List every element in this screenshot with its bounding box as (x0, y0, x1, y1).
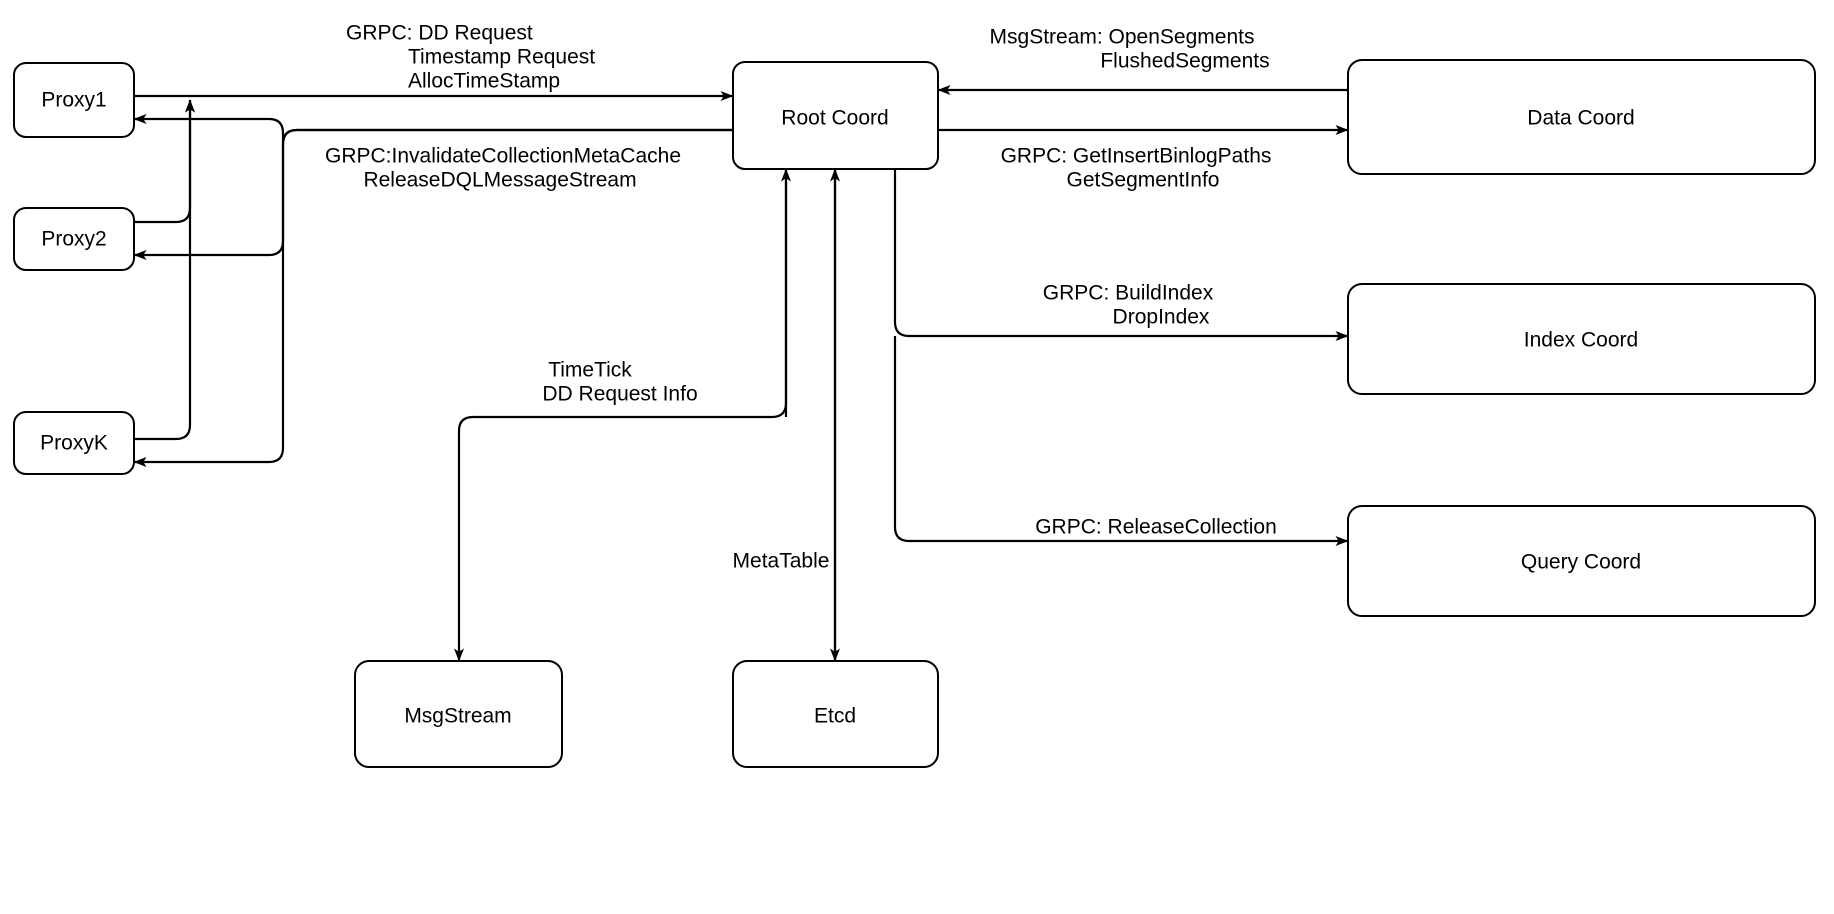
node-proxy1-box[interactable] (13, 62, 135, 138)
node-rootcoord[interactable]: Root Coord (732, 61, 939, 170)
edge-label-line-1: GRPC:InvalidateCollectionMetaCache (325, 145, 681, 168)
edge-label-line-2: ReleaseDQLMessageStream (363, 169, 636, 192)
node-msgstream-label: MsgStream (404, 705, 511, 728)
edge-label-line-1: MetaTable (733, 550, 830, 573)
node-rootcoord-box[interactable] (732, 61, 939, 170)
node-etcd-box[interactable] (732, 660, 939, 768)
edge-label-line-1: MsgStream: OpenSegments (990, 26, 1255, 49)
node-indexcoord-box[interactable] (1347, 283, 1816, 395)
edges-layer (133, 85, 1349, 662)
edge-rootcoord-to-indexcoord (893, 169, 1349, 341)
edge-label-line-1: GRPC: BuildIndex (1043, 282, 1214, 305)
node-proxy2-box[interactable] (13, 207, 135, 271)
node-proxy2[interactable]: Proxy2 (13, 207, 135, 271)
edge-label-rootcoord-to-indexcoord: GRPC: BuildIndex DropIndex (1043, 282, 1214, 329)
node-indexcoord[interactable]: Index Coord (1347, 283, 1816, 395)
edge-label-rootcoord-etcd: MetaTable (733, 550, 830, 573)
edge-label-rootcoord-to-proxies: GRPC:InvalidateCollectionMetaCache Relea… (325, 145, 681, 192)
node-datacoord[interactable]: Data Coord (1347, 59, 1816, 175)
node-proxyk-box[interactable] (13, 411, 135, 475)
node-proxy2-label: Proxy2 (41, 228, 106, 251)
node-querycoord[interactable]: Query Coord (1347, 505, 1816, 617)
edge-rootcoord-to-querycoord (893, 336, 1349, 546)
edge-label-rootcoord-to-datacoord: GRPC: GetInsertBinlogPaths GetSegmentInf… (1001, 145, 1272, 192)
node-proxyk-label: ProxyK (40, 432, 108, 455)
node-proxy1[interactable]: Proxy1 (13, 62, 135, 138)
edge-label-line-3: AllocTimeStamp (408, 70, 560, 93)
edge-labels-layer: GRPC: DD Request Timestamp Request Alloc… (325, 22, 1277, 573)
edge-label-line-2: DD Request Info (542, 383, 697, 406)
edge-label-line-2: Timestamp Request (408, 46, 595, 69)
edge-label-line-2: DropIndex (1113, 306, 1210, 329)
edge-label-line-1: GRPC: GetInsertBinlogPaths (1001, 145, 1272, 168)
edge-rootcoord-to-proxyk (133, 144, 285, 467)
node-msgstream[interactable]: MsgStream (354, 660, 563, 768)
node-datacoord-box[interactable] (1347, 59, 1816, 175)
nodes-layer: Proxy1 Proxy2 ProxyK Root Coord Data Coo… (13, 59, 1816, 768)
edge-proxyk-riser (134, 99, 195, 441)
node-msgstream-box[interactable] (354, 660, 563, 768)
edge-label-rootcoord-to-querycoord: GRPC: ReleaseCollection (1035, 516, 1277, 539)
edge-label-line-2: FlushedSegments (1100, 50, 1269, 73)
node-indexcoord-label: Index Coord (1524, 329, 1638, 352)
edge-label-line-2: GetSegmentInfo (1067, 169, 1220, 192)
node-querycoord-box[interactable] (1347, 505, 1816, 617)
edge-label-line-1: GRPC: ReleaseCollection (1035, 516, 1277, 539)
node-querycoord-label: Query Coord (1521, 551, 1641, 574)
edge-rootcoord-to-msgstream (454, 169, 788, 662)
node-proxyk[interactable]: ProxyK (13, 411, 135, 475)
edge-label-rootcoord-to-msgstream: TimeTick DD Request Info (542, 359, 697, 406)
edge-rootcoord-to-proxy1 (134, 119, 733, 146)
edge-label-proxy-to-rootcoord: GRPC: DD Request Timestamp Request Alloc… (346, 22, 595, 93)
node-proxy1-label: Proxy1 (41, 89, 106, 112)
node-etcd-label: Etcd (814, 705, 856, 728)
edge-label-datacoord-to-rootcoord: MsgStream: OpenSegments FlushedSegments (990, 26, 1270, 73)
node-rootcoord-label: Root Coord (781, 107, 888, 130)
node-datacoord-label: Data Coord (1527, 107, 1634, 130)
node-etcd[interactable]: Etcd (732, 660, 939, 768)
edge-label-line-1: TimeTick (548, 359, 632, 382)
edge-label-line-1: GRPC: DD Request (346, 22, 533, 45)
